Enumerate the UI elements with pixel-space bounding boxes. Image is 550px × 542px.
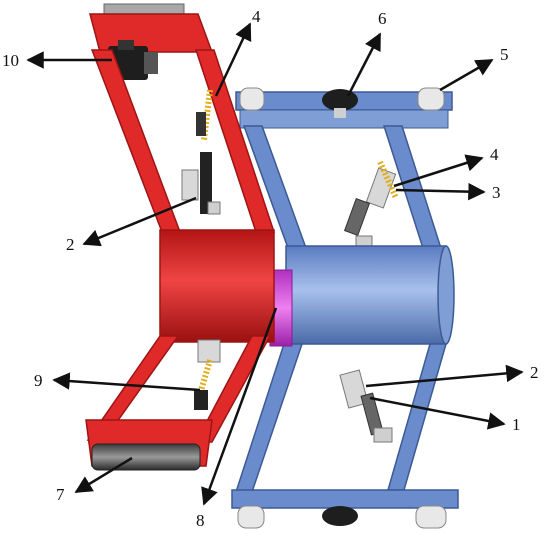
- label-8: 8: [196, 511, 205, 530]
- arrow-9: [52, 372, 201, 392]
- label-3: 3: [492, 183, 501, 202]
- red-spring-module: [196, 89, 213, 141]
- blue-upper-actuator: [343, 160, 399, 249]
- arrow-2-right: [365, 364, 524, 388]
- label-5: 5: [500, 45, 509, 64]
- red-lower-right-link: [194, 335, 272, 443]
- blue-bottom-roller-right: [415, 505, 447, 529]
- blue-bottom-wheel: [322, 506, 358, 526]
- red-bottom-roller: [91, 443, 201, 471]
- red-lower-actuator: [194, 339, 221, 410]
- callout-labels: 10 4 6 5 4 3 2 2 1 9 8 7: [2, 7, 539, 530]
- arrow-7: [74, 456, 133, 494]
- label-2-left: 2: [66, 235, 75, 254]
- label-4-right: 4: [490, 145, 499, 164]
- label-4-top: 4: [252, 7, 261, 26]
- arrow-4-top: [214, 22, 252, 97]
- blue-bottom-roller-left: [237, 505, 265, 529]
- arrow-8: [201, 307, 278, 506]
- red-rack-module: [181, 152, 221, 215]
- arrow-3: [395, 182, 486, 201]
- label-9: 9: [34, 371, 43, 390]
- label-10: 10: [2, 51, 19, 70]
- callout-arrows: [26, 22, 524, 506]
- blue-top-roller-left: [239, 87, 265, 111]
- blue-lower-right-link: [387, 343, 447, 491]
- red-cylinder: [159, 229, 275, 343]
- arrow-4-right: [393, 154, 484, 188]
- label-6: 6: [378, 9, 387, 28]
- arrow-1: [369, 396, 506, 430]
- label-2-right: 2: [530, 363, 539, 382]
- red-module: [85, 3, 276, 471]
- arrow-2-left: [82, 196, 197, 247]
- blue-module: [231, 87, 459, 529]
- blue-cylinder: [285, 245, 447, 345]
- blue-bottom-bar: [231, 489, 459, 509]
- red-top-bracket: [103, 3, 185, 15]
- blue-top-wheel: [322, 89, 358, 111]
- blue-upper-right-link: [382, 125, 448, 265]
- label-7: 7: [56, 485, 65, 504]
- red-top-plate: [89, 13, 214, 53]
- arrow-6: [346, 32, 382, 97]
- blue-lower-actuator: [339, 369, 393, 443]
- label-1: 1: [512, 415, 521, 434]
- blue-top-roller-right: [417, 87, 445, 111]
- arrow-5: [439, 58, 494, 92]
